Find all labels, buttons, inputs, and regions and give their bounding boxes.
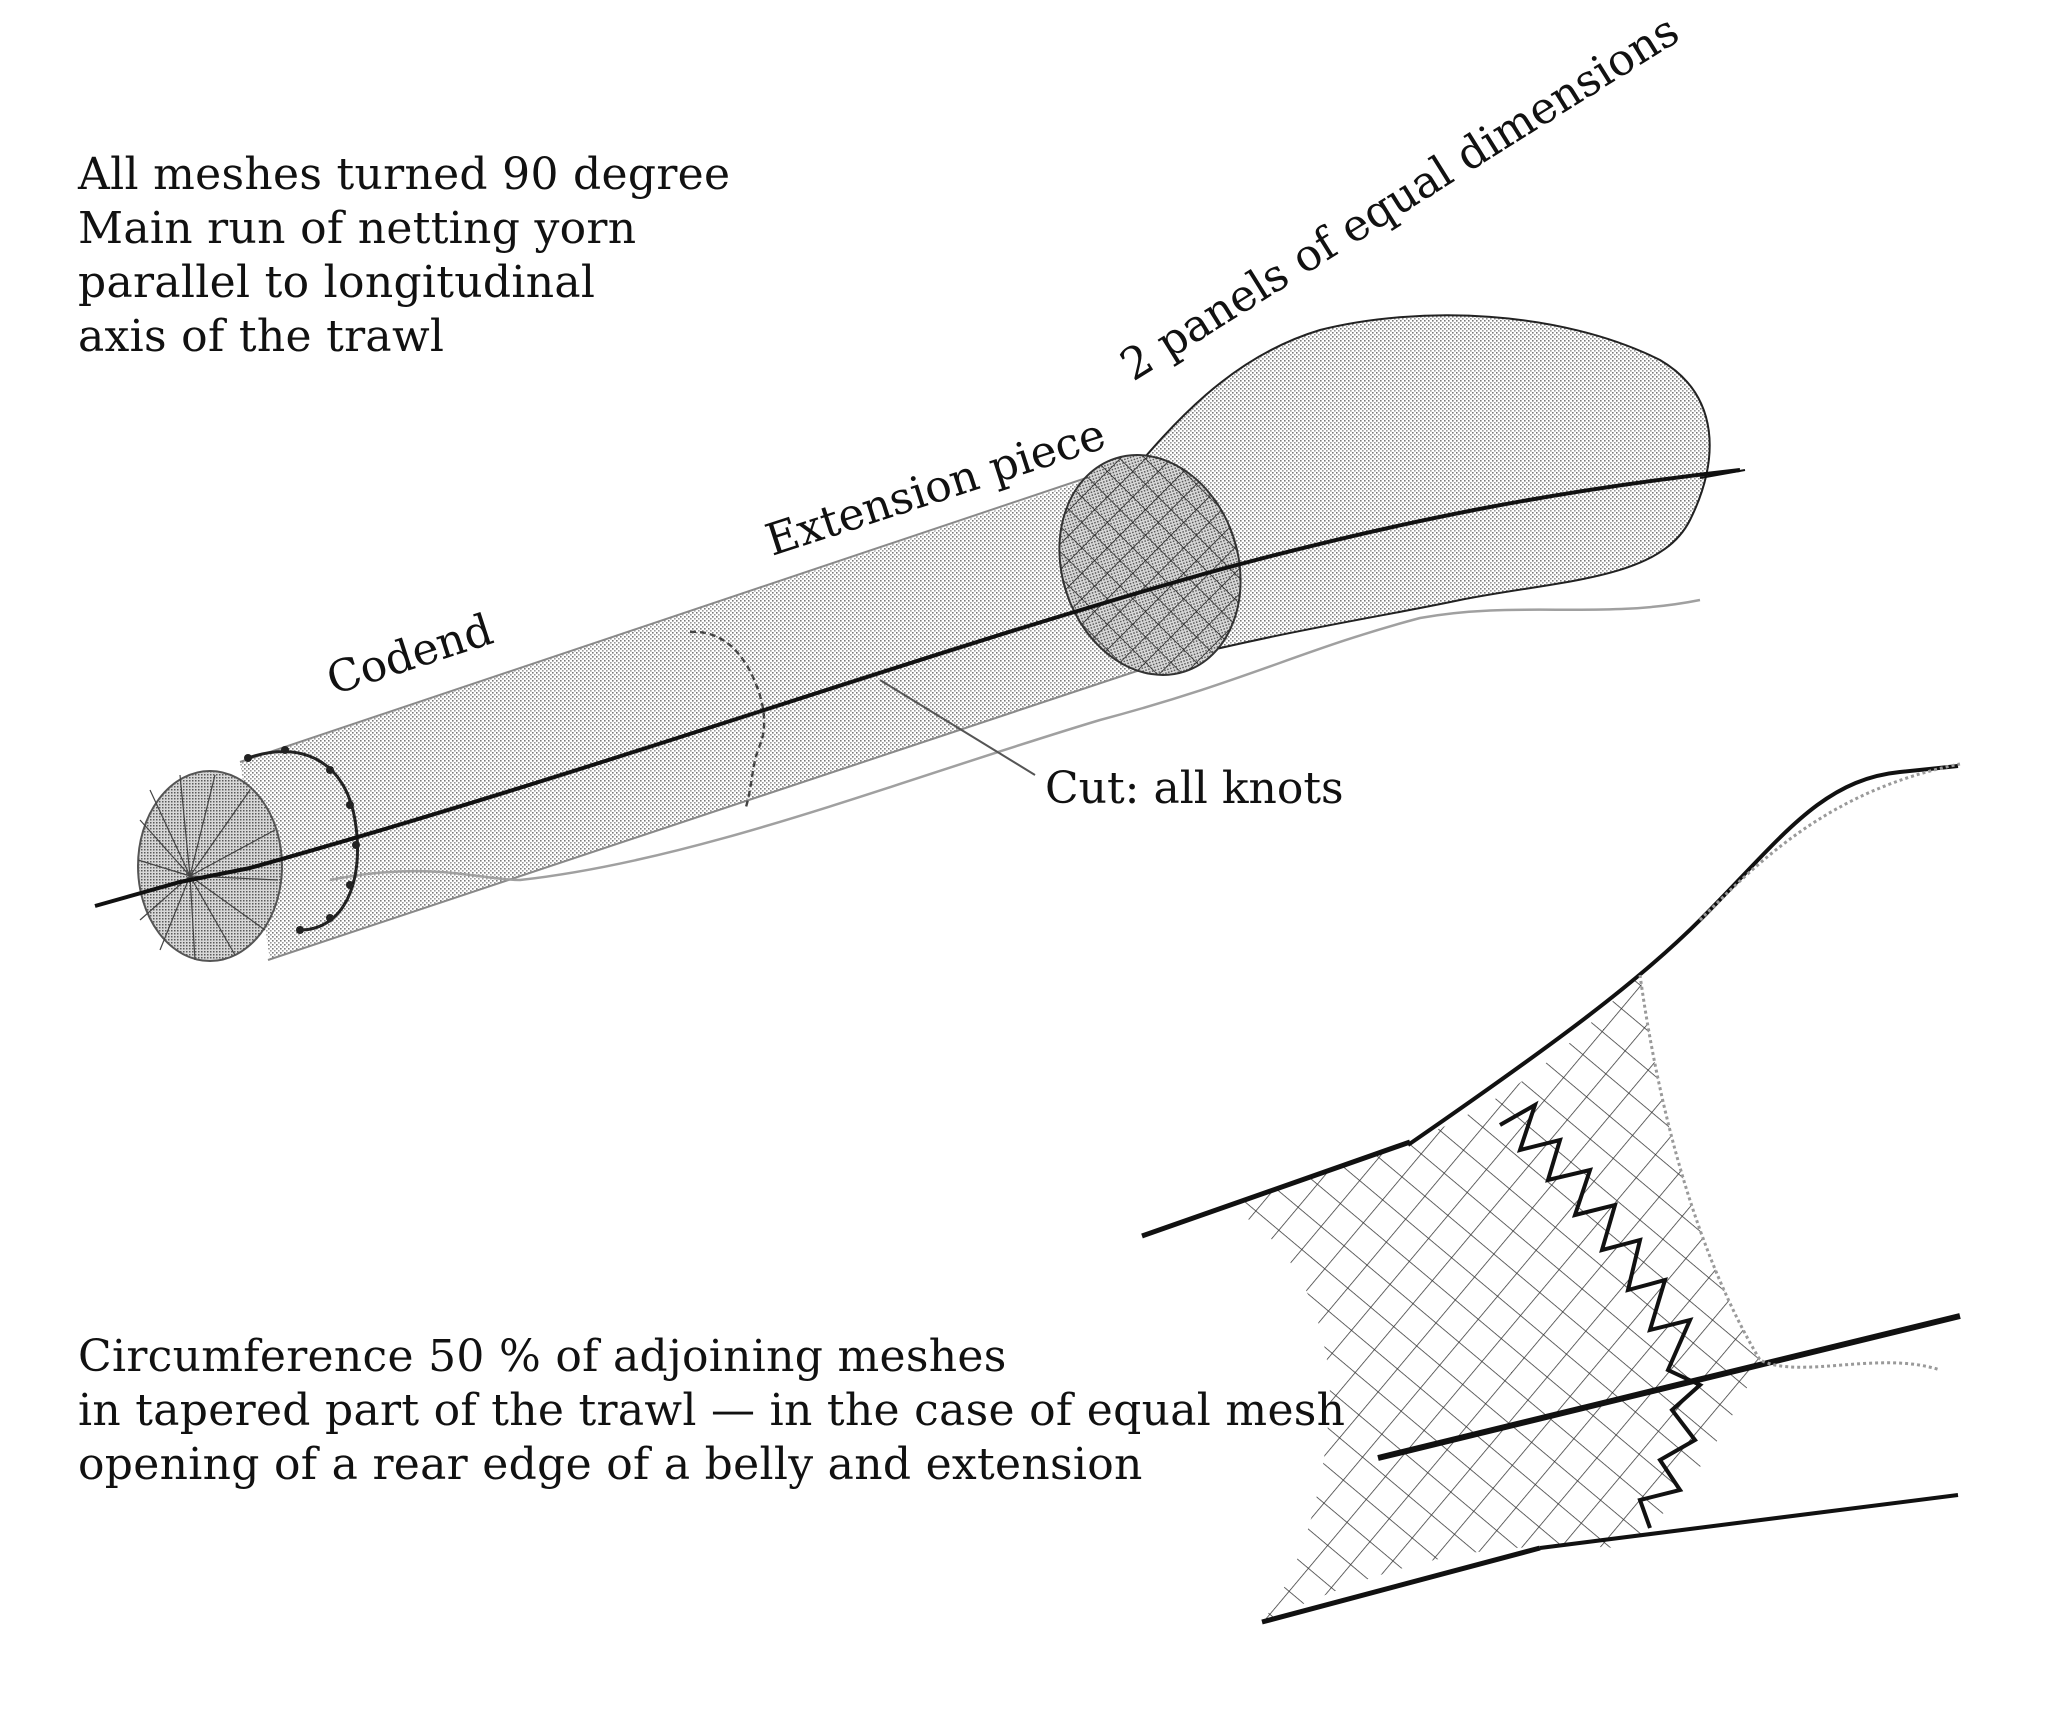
codend-tube bbox=[240, 472, 1170, 960]
tube-upper-edge bbox=[239, 469, 1111, 763]
note-top-line-4: axis of the trawl bbox=[78, 311, 445, 362]
codend-end bbox=[137, 770, 283, 962]
codend-ring bbox=[247, 750, 360, 932]
taper-left-edge bbox=[1141, 1139, 1411, 1239]
trawl-axis bbox=[94, 468, 1741, 908]
trawl-body bbox=[94, 314, 1746, 962]
note-bottom-line-3: opening of a rear edge of a belly and ex… bbox=[78, 1439, 1143, 1490]
taper-lower-line bbox=[1261, 1545, 1541, 1625]
note-top-line-2: Main run of netting yorn bbox=[78, 203, 637, 254]
taper-detail bbox=[1141, 762, 1961, 1625]
note-bottom-line-2: in tapered part of the trawl — in the ca… bbox=[78, 1385, 1346, 1436]
taper-axis bbox=[1377, 1313, 1961, 1461]
seam-ring bbox=[689, 630, 766, 811]
note-top-line-1: All meshes turned 90 degree bbox=[78, 149, 731, 200]
note-top-line-3: parallel to longitudinal bbox=[78, 257, 596, 308]
tube-lower-edge bbox=[267, 659, 1171, 961]
belly-lower-edge bbox=[329, 598, 1701, 882]
taper-zigzag bbox=[1499, 1100, 1704, 1529]
note-bottom-line-1: Circumference 50 % of adjoining meshes bbox=[78, 1331, 1007, 1382]
note-circumference: Circumference 50 % of adjoining meshes i… bbox=[78, 1330, 1345, 1492]
codend-rays bbox=[137, 774, 279, 961]
label-cut: Cut: all knots bbox=[1045, 763, 1344, 814]
taper-upper-line bbox=[1406, 764, 1959, 1147]
ring-knots bbox=[244, 746, 360, 934]
note-mesh-orientation: All meshes turned 90 degree Main run of … bbox=[78, 148, 730, 364]
cut-leader bbox=[879, 679, 1036, 776]
